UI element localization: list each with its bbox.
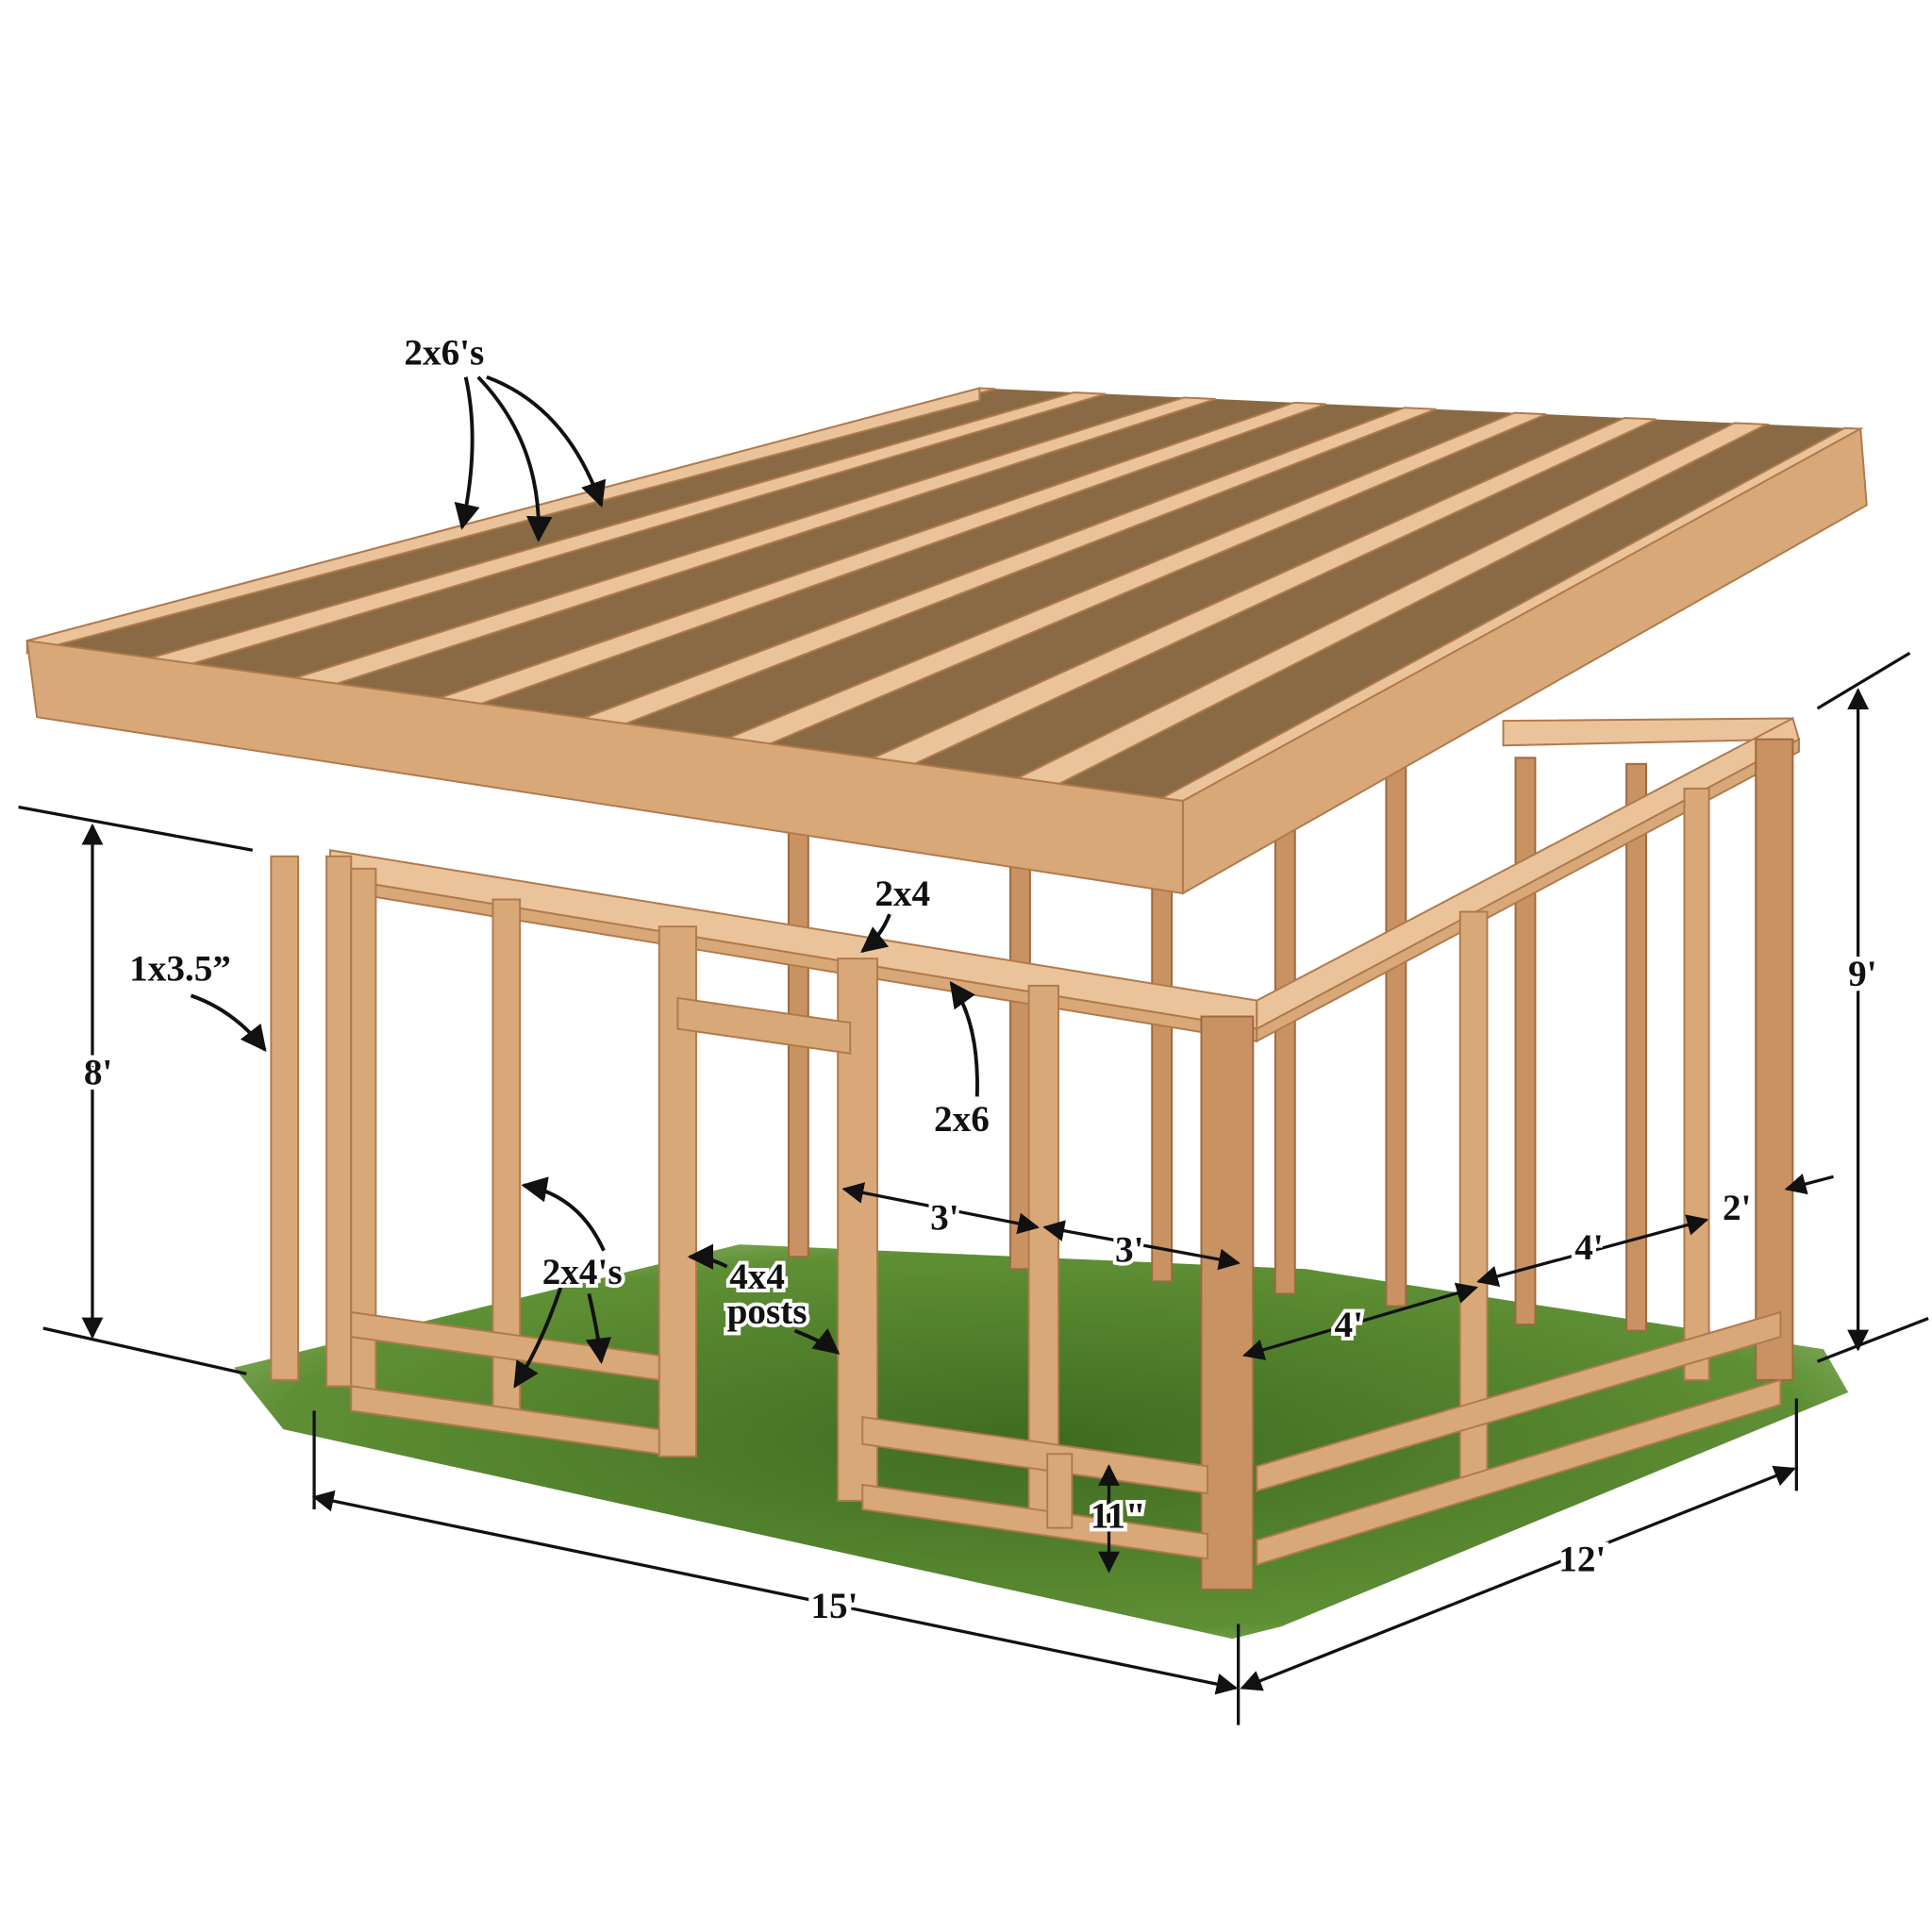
- label-roof-joists: 2x6's: [404, 333, 484, 374]
- label-trim: 1x3.5”: [129, 949, 231, 990]
- labels: 2x6's 2x4 2x6 1x3.5” 8' 9' 2x4's 4x4 pos…: [79, 333, 1882, 1632]
- label-side-end: 2': [1723, 1188, 1751, 1228]
- label-sill-height: 11": [1091, 1496, 1146, 1537]
- roof-front-rim: [25, 640, 1184, 895]
- trim-board: [270, 855, 300, 1381]
- label-side-span-a: 4': [1335, 1305, 1363, 1345]
- label-wall-height: 8': [84, 1052, 112, 1092]
- label-length: 15': [810, 1586, 858, 1626]
- label-header: 2x6: [934, 1099, 990, 1140]
- label-side-span-b: 4': [1574, 1227, 1603, 1268]
- label-door-right: 3': [1115, 1229, 1143, 1270]
- dimension-lines: [18, 651, 1929, 1725]
- label-door-left: 3': [930, 1198, 958, 1239]
- label-studs: 2x4's: [542, 1252, 623, 1292]
- label-width: 12': [1558, 1539, 1606, 1579]
- roof-back-rim: [25, 387, 981, 655]
- label-posts-2: posts: [727, 1291, 808, 1332]
- label-posts-1: 4x4: [729, 1257, 785, 1297]
- roof-frame: [25, 387, 1868, 895]
- label-top-plate: 2x4: [874, 874, 930, 914]
- callout-arrows: [190, 375, 979, 1389]
- label-total-height: 9': [1848, 954, 1876, 994]
